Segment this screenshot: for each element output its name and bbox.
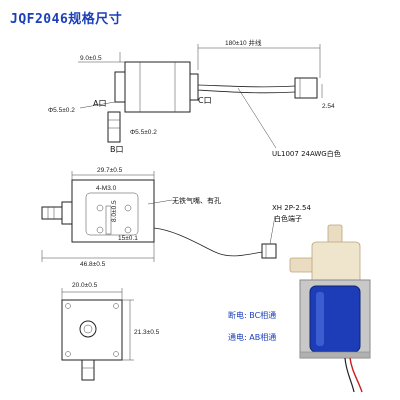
connector-description: 白色端子	[274, 214, 302, 223]
note-power-on: 通电: AB相通	[228, 332, 276, 342]
note-power-off: 断电: BC相通	[228, 310, 276, 320]
port-side-left	[61, 201, 73, 225]
valve-body-top	[124, 61, 191, 113]
connector-side	[261, 243, 277, 259]
connector-model: XH 2P-2.54	[272, 204, 311, 212]
dim-end-height: 21.3±0.5	[134, 329, 160, 336]
dim-height-side: 8.0±0.5	[111, 200, 118, 222]
label-wire-spec: UL1007 24AWG白色	[272, 149, 341, 158]
note-nozzle: 无铁气嘴、有孔	[172, 196, 221, 205]
dim-port-dia-a: Φ5.5±0.2	[48, 107, 75, 114]
dim-wire-length: 180±10 井线	[225, 38, 262, 47]
dim-connector-pitch: 2.54	[322, 103, 335, 110]
label-port-b: B口	[110, 145, 124, 154]
dim-body-length: 29.7±0.5	[97, 167, 123, 174]
connector-top	[294, 77, 318, 99]
photo-wire-black	[344, 357, 355, 393]
label-port-a: A口	[93, 99, 106, 108]
photo-valve-head	[311, 241, 361, 285]
wire-top	[197, 84, 296, 88]
port-c-top	[189, 73, 199, 101]
drawing-title: JQF2046规格尺寸	[10, 12, 123, 27]
top-view: 180±10 井线 9.0±0.5 Φ5.5±0.2 Φ5.5±0.2 2.54…	[48, 38, 341, 158]
port-end-bottom	[81, 359, 95, 381]
side-view: 29.7±0.5 4-M3.0 8.0±0.5 15±0.1 46.8±0.5 …	[41, 167, 311, 268]
wire-side	[153, 227, 263, 257]
dim-total-length: 46.8±0.5	[80, 261, 106, 268]
port-b-top	[107, 111, 121, 143]
dim-hole-spec: 4-M3.0	[96, 185, 117, 192]
dim-hole-pitch: 15±0.1	[118, 235, 138, 242]
label-port-c: C口	[198, 96, 212, 105]
photo-wire-red	[349, 357, 363, 393]
valve-photo	[289, 224, 371, 393]
port-a-top	[114, 71, 126, 103]
mount-hole	[96, 204, 104, 212]
end-view: 20.0±0.5 21.3±0.5	[61, 282, 160, 381]
valve-body-end	[61, 299, 123, 361]
port-end-circle	[79, 320, 97, 338]
mount-hole	[124, 226, 132, 234]
valve-body-side	[71, 179, 155, 243]
dim-port-dia-b: Φ5.5±0.2	[130, 129, 157, 136]
mount-hole	[124, 204, 132, 212]
dim-end-width: 20.0±0.5	[72, 282, 98, 289]
dim-width-top: 9.0±0.5	[80, 55, 102, 62]
mount-hole	[96, 226, 104, 234]
nozzle-side	[41, 206, 63, 220]
